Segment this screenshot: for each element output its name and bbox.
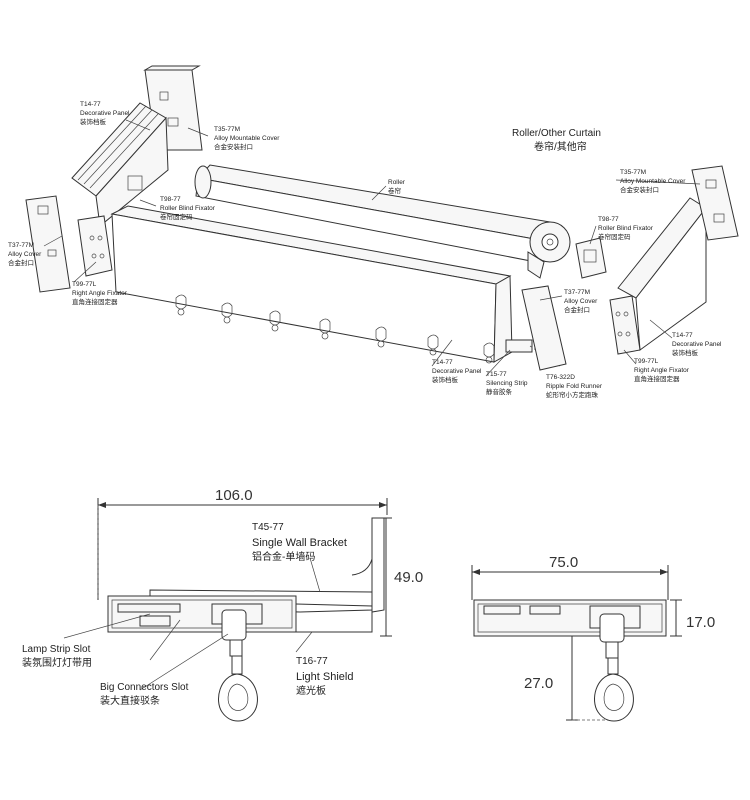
left-decorative-panel: [71, 102, 169, 227]
t14-right-code: T14-77: [672, 332, 693, 339]
dim-width-75: 75.0: [549, 554, 578, 571]
t35-right-cn: 合金安装封口: [620, 185, 659, 194]
t14-left-code: T14-77: [80, 101, 101, 108]
left-right-angle-fixator: [77, 215, 113, 277]
t35-left-en: Alloy Mountable Cover: [214, 135, 280, 142]
t99-left-en: Right Angle Fixator: [72, 290, 128, 297]
dim-height-17: 17.0: [686, 614, 715, 631]
t37-left-cn: 合金封口: [8, 258, 34, 267]
t98-left-code: T98-77: [160, 196, 181, 203]
right-section-drawing: [471, 565, 682, 722]
leader-lines: [43, 119, 701, 377]
shield-en: Light Shield: [296, 671, 354, 683]
t35-left-code: T35-77M: [214, 126, 240, 133]
bracket-cn: 铝合金-单墙码: [252, 550, 315, 563]
main-decorative-panel: [110, 205, 513, 363]
t14-left-cn: 装饰档板: [80, 117, 107, 126]
big-slot-en: Big Connectors Slot: [100, 682, 189, 693]
t98-right-cn: 卷帘固定码: [598, 232, 631, 241]
t99-left-code: T99-77L: [72, 281, 97, 288]
t35-left-cn: 合金安装封口: [214, 142, 253, 151]
dim-drop-27: 27.0: [524, 675, 553, 692]
t98-left-en: Roller Blind Fixator: [160, 205, 216, 212]
t14-bottom-en: Decorative Panel: [432, 368, 482, 375]
t99-right-code: T99-77L: [634, 358, 659, 365]
bracket-code: T45-77: [252, 522, 284, 533]
t14-bottom-cn: 装饰档板: [432, 375, 459, 384]
big-slot-cn: 装大直接驳条: [100, 694, 160, 707]
t76-code: T76-322D: [546, 374, 575, 381]
t37-right-en: Alloy Cover: [564, 298, 598, 305]
right-alloy-cover-inner: [521, 285, 567, 371]
t99-right-en: Right Angle Fixator: [634, 367, 690, 374]
t35-right-code: T35-77M: [620, 169, 646, 176]
right-decorative-panel: [609, 197, 707, 355]
roller-title-en: Roller/Other Curtain: [512, 128, 601, 139]
t37-left-code: T37-77M: [8, 242, 34, 249]
t76-en: Ripple Fold Runner: [546, 383, 603, 390]
lamp-slot-cn: 装氛围灯灯带用: [22, 656, 92, 669]
t15-en: Silencing Strip: [486, 380, 528, 387]
roller-cn: 卷帘: [388, 186, 402, 195]
right-roller-blind-fixator: [575, 237, 607, 279]
t98-right-code: T98-77: [598, 216, 619, 223]
t14-right-en: Decorative Panel: [672, 341, 722, 348]
t37-left-en: Alloy Cover: [8, 251, 42, 258]
left-section-drawing: [63, 498, 392, 722]
dim-height-49: 49.0: [394, 569, 423, 586]
t15-cn: 静音胶条: [486, 387, 513, 396]
t37-right-cn: 合金封口: [564, 305, 590, 314]
roller-en: Roller: [388, 179, 406, 186]
runners: [175, 294, 495, 364]
t37-right-code: T37-77M: [564, 289, 590, 296]
bracket-en: Single Wall Bracket: [252, 537, 347, 549]
t35-right-en: Alloy Mountable Cover: [620, 178, 686, 185]
t99-left-cn: 直角连接固定器: [72, 297, 118, 306]
t76-cn: 蛇形帘小方定跑珠: [546, 390, 599, 399]
t14-right-cn: 装饰档板: [672, 348, 699, 357]
lamp-slot-en: Lamp Strip Slot: [22, 644, 91, 655]
t14-bottom-code: T14-77: [432, 359, 453, 366]
t15-code: T15-77: [486, 371, 507, 378]
shield-cn: 遮光板: [296, 684, 326, 697]
t98-left-cn: 卷帘固定码: [160, 212, 193, 221]
right-alloy-mountable-cover: [691, 165, 739, 241]
dim-width-106: 106.0: [215, 487, 253, 504]
t99-right-cn: 直角连接固定器: [634, 374, 680, 383]
t14-left-en: Decorative Panel: [80, 110, 130, 117]
roller-tube: [194, 164, 571, 279]
roller-title-cn: 卷帘/其他帘: [534, 140, 587, 153]
shield-code: T16-77: [296, 656, 328, 667]
t98-right-en: Roller Blind Fixator: [598, 225, 654, 232]
